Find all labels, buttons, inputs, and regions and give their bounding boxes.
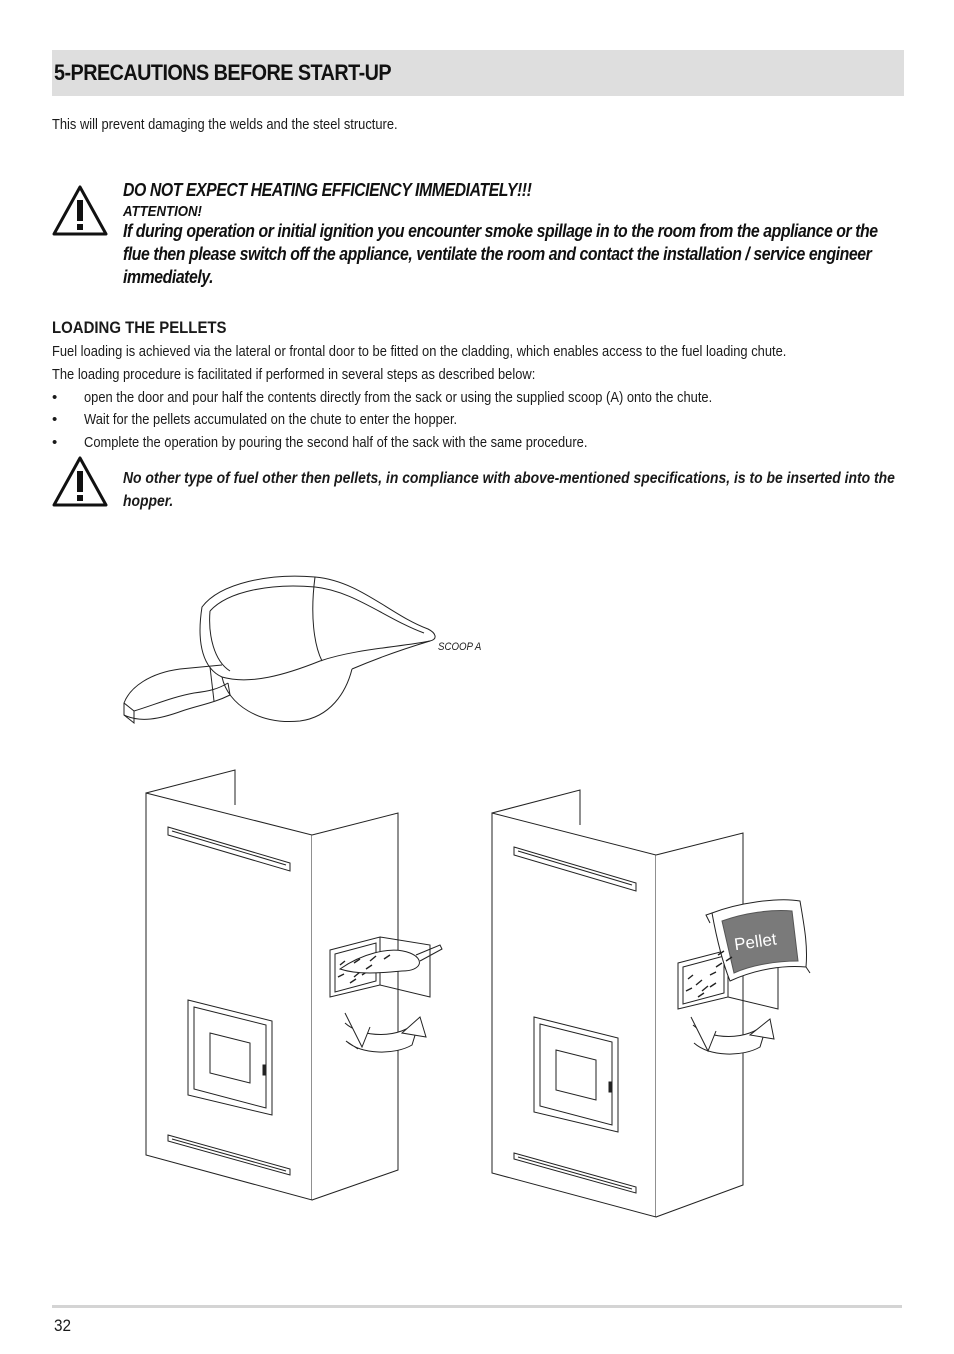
warning-block-heating: DO NOT EXPECT HEATING EFFICIENCY IMMEDIA… (123, 180, 903, 289)
stove-sack-illustration: Pellet (491, 789, 811, 1218)
warning-triangle-icon (52, 456, 108, 507)
bullet-dot: • (52, 389, 58, 406)
warning-attention: ATTENTION! (123, 203, 202, 220)
bullet-dot: • (52, 411, 58, 428)
scoop-label: SCOOP A (438, 641, 482, 653)
list-item: Wait for the pellets accumulated on the … (84, 411, 458, 428)
section-header: 5-PRECAUTIONS BEFORE START-UP (52, 50, 904, 96)
warning-fuel-text: No other type of fuel other then pellets… (123, 470, 895, 510)
bullet-dot: • (52, 434, 58, 451)
scoop-illustration (123, 575, 436, 725)
loading-para-1: Fuel loading is achieved via the lateral… (52, 343, 787, 360)
list-item: open the door and pour half the contents… (84, 389, 713, 406)
list-item: Complete the operation by pouring the se… (84, 434, 588, 451)
warning-triangle-icon (52, 185, 108, 236)
section-title: 5-PRECAUTIONS BEFORE START-UP (54, 60, 392, 85)
warning-heading: DO NOT EXPECT HEATING EFFICIENCY IMMEDIA… (123, 180, 532, 200)
warning-body: If during operation or initial ignition … (123, 221, 878, 287)
stove-scoop-illustration (145, 769, 443, 1201)
page-number: 32 (54, 1316, 72, 1335)
loading-heading: LOADING THE PELLETS (52, 318, 227, 337)
footer-rule (52, 1305, 902, 1308)
intro-text: This will prevent damaging the welds and… (52, 116, 398, 133)
loading-para-2: The loading procedure is facilitated if … (52, 366, 536, 383)
